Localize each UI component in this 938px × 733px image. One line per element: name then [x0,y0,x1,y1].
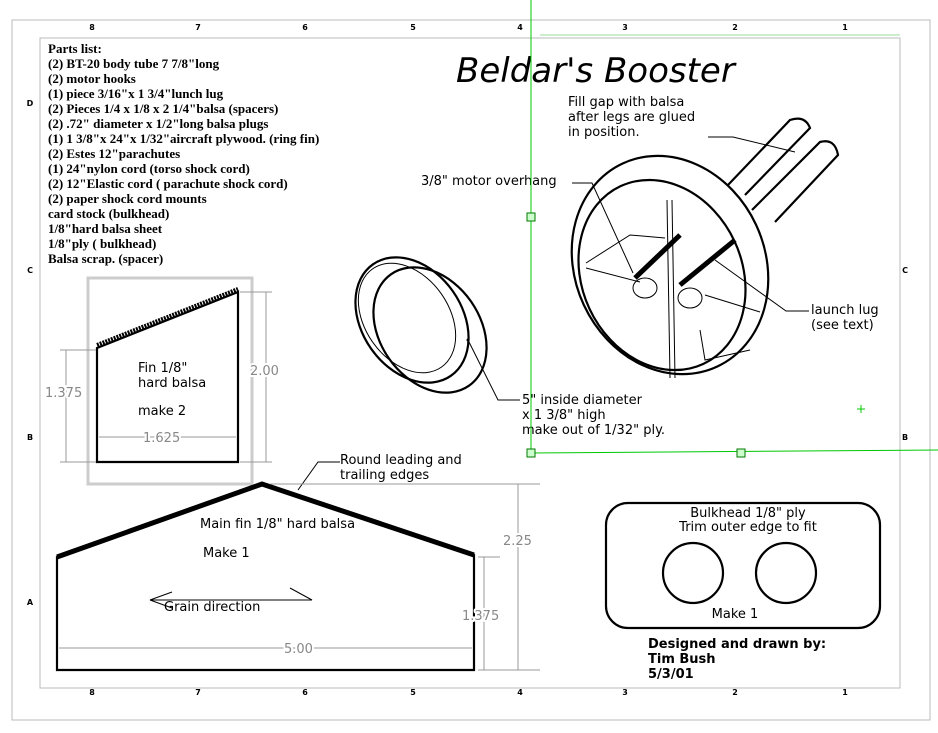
zone-col-8: 8 [89,23,95,32]
parts-list-item: 1/8"hard balsa sheet [48,221,163,236]
launch-lug-note: (see text) [811,318,874,333]
fill-gap-note: after legs are glued [568,110,695,125]
small-fin-view[interactable]: Fin 1/8" hard balsa make 2 2.00 1.375 1.… [43,276,281,486]
main-fin-label: Main fin 1/8" hard balsa [200,517,355,532]
ring-note: x 1 3/8" high [522,408,606,423]
bulkhead-view[interactable]: Bulkhead 1/8" ply Trim outer edge to fit… [604,501,882,630]
drawing-date: 5/3/01 [648,667,694,682]
zone-col-4: 4 [517,23,523,32]
booster-assembly-view[interactable]: Fill gap with balsa after legs are glued… [421,95,879,407]
zone-col-7: 7 [195,23,201,32]
zone-col-7-bottom: 7 [195,688,201,697]
zone-row-d: D [27,99,34,108]
parts-list-item: (1) piece 3/16"x 1 3/4"lunch lug [48,86,224,101]
small-fin-outline [95,290,240,464]
ring-fin-view[interactable]: 5" inside diameter x 1 3/8" high make ou… [332,236,665,438]
zone-col-3-bottom: 3 [622,688,628,697]
main-fin-outline [55,482,476,672]
bulkhead-hole [661,541,725,605]
motor-overhang-note: 3/8" motor overhang [421,174,557,189]
small-fin-label: Fin 1/8" [138,361,187,376]
parts-list-item: (1) 1 3/8"x 24"x 1/32"aircraft plywood. … [48,131,319,146]
parts-list-item: (1) 24"nylon cord (torso shock cord) [48,161,250,176]
title-block: Designed and drawn by: Tim Bush 5/3/01 [648,637,826,682]
parts-list-heading: Parts list: [48,41,102,56]
zone-col-8-bottom: 8 [89,688,95,697]
ring-note: 5" inside diameter [522,393,643,408]
ring-front [354,256,470,384]
small-fin-material: hard balsa [138,376,206,391]
parts-list-item: (2) paper shock cord mounts [48,191,207,206]
parts-list-item: (2) BT-20 body tube 7 7/8"long [48,56,220,71]
zone-row-c-right: C [902,266,908,275]
parts-list-item: (2) .72" diameter x 1/2"long balsa plugs [48,116,268,131]
dim-main-fin-side: 1.375 [462,609,499,624]
zone-col-2-bottom: 2 [732,688,738,697]
parts-list-item: (2) motor hooks [48,71,136,86]
main-fin-view[interactable]: Main fin 1/8" hard balsa Make 1 Grain di… [55,453,540,672]
fill-gap-note: Fill gap with balsa [568,95,684,110]
bulkhead-outline [604,501,882,630]
designer-name: Tim Bush [648,652,716,667]
zone-row-c: C [27,266,33,275]
zone-col-3: 3 [622,23,628,32]
selection-overlay[interactable] [526,0,938,458]
bulkhead-hole [754,541,818,605]
sheet-inner-border [39,37,901,689]
grain-arrow-icon [149,587,313,609]
edge-note: trailing edges [340,468,429,483]
dim-small-fin-root: 1.375 [45,386,82,401]
selection-edge [530,449,938,454]
dim-main-fin-width: 5.00 [284,642,313,657]
ring-note: make out of 1/32" ply. [522,423,665,438]
parts-list-item: (2) Estes 12"parachutes [48,146,180,161]
zone-col-6: 6 [302,23,308,32]
fill-gap-note: in position. [568,125,640,140]
bulkhead-quantity: Make 1 [712,607,759,622]
grain-direction-label: Grain direction [164,600,260,615]
zone-col-6-bottom: 6 [302,688,308,697]
edge-note: Round leading and [340,453,462,468]
dim-small-fin-width: 1.625 [143,431,180,446]
designer-label: Designed and drawn by: [648,637,826,652]
selection-handle[interactable] [526,448,536,458]
zone-col-1-bottom: 1 [842,688,848,697]
selection-handle[interactable] [526,212,536,222]
zone-col-5-bottom: 5 [410,688,416,697]
zone-col-1: 1 [842,23,848,32]
ring-outer [570,154,770,376]
parts-list: Parts list: (2) BT-20 body tube 7 7/8"lo… [48,41,319,266]
parts-list-item: (2) Pieces 1/4 x 1/8 x 2 1/4"balsa (spac… [48,101,278,116]
body-tube [751,140,840,223]
dim-main-fin-height: 2.25 [503,534,532,549]
dim-small-fin-height: 2.00 [250,364,279,379]
zone-col-5: 5 [410,23,416,32]
zone-labels: 8 7 6 5 4 3 2 1 8 7 6 5 4 3 2 1 D C B A … [27,23,908,697]
parts-list-item: card stock (bulkhead) [48,206,169,221]
zone-col-4-bottom: 4 [517,688,523,697]
bulkhead-label: Bulkhead 1/8" ply [690,506,806,521]
drawing-title: Beldar's Booster [456,51,737,91]
main-fin-quantity: Make 1 [203,546,250,561]
zone-row-b-right: B [902,433,908,442]
view-frame [86,276,254,486]
body-tube [727,117,812,196]
zone-row-b: B [27,433,33,442]
zone-col-2: 2 [732,23,738,32]
launch-lug-note: launch lug [811,303,879,318]
selection-handle[interactable] [736,448,746,458]
parts-list-item: Balsa scrap. (spacer) [48,251,163,266]
zone-row-a: A [27,598,34,607]
bulkhead-instruction: Trim outer edge to fit [678,520,817,535]
origin-plus-icon [857,405,865,413]
small-fin-quantity: make 2 [138,404,186,419]
sheet-outer-border [11,19,931,721]
parts-list-item: (2) 12"Elastic cord ( parachute shock co… [48,176,288,191]
ring-back [372,266,488,394]
parts-list-item: 1/8"ply ( bulkhead) [48,236,156,251]
ring-inner [577,178,747,372]
